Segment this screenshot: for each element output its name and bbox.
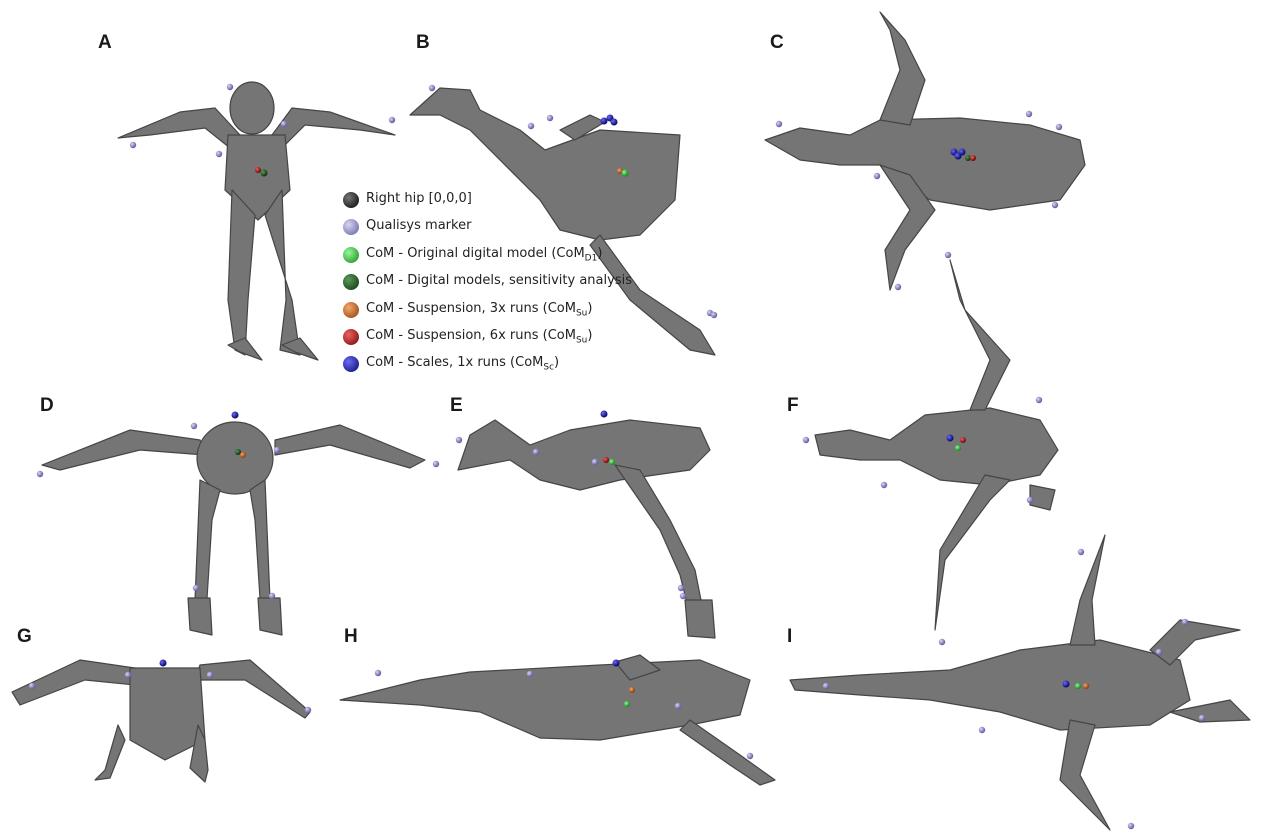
panel-g-model [12,660,310,782]
red-sphere-icon [343,329,359,345]
panel-label-e: E [450,395,463,417]
legend-label: CoM - Original digital model (CoMD1) [366,246,602,264]
lavender-sphere-icon [343,219,359,235]
legend-item-com-suspension-6x: CoM - Suspension, 6x runs (CoMSu) [343,326,592,348]
panel-label-b: B [416,32,430,54]
panel-label-f: F [787,395,799,417]
legend-label: Right hip [0,0,0] [366,191,472,209]
legend-item-right-hip: Right hip [0,0,0] [343,189,472,211]
legend-item-com-original: CoM - Original digital model (CoMD1) [343,244,602,266]
panel-label-c: C [770,32,784,54]
dark-green-sphere-icon [343,274,359,290]
orange-sphere-icon [343,302,359,318]
legend-item-com-sensitivity: CoM - Digital models, sensitivity analys… [343,271,632,293]
panel-h-model [340,655,775,785]
legend-item-com-suspension-3x: CoM - Suspension, 3x runs (CoMSu) [343,299,592,321]
black-sphere-icon [343,192,359,208]
panel-label-h: H [344,626,358,648]
panel-label-d: D [40,395,54,417]
panel-label-g: G [17,626,32,648]
legend-label: CoM - Scales, 1x runs (CoMSc) [366,355,559,373]
panel-f-model [815,260,1058,630]
panel-d-model [42,422,425,635]
panel-e-model [458,420,715,638]
green-sphere-icon [343,247,359,263]
panel-label-a: A [98,32,112,54]
legend-label: CoM - Digital models, sensitivity analys… [366,273,632,291]
panel-i-model [790,535,1250,830]
panel-label-i: I [787,626,792,648]
legend-label: Qualisys marker [366,218,471,236]
legend-label: CoM - Suspension, 6x runs (CoMSu) [366,328,592,346]
blue-sphere-icon [343,356,359,372]
panel-c-model [765,12,1085,290]
legend-item-qualisys: Qualisys marker [343,216,471,238]
legend-label: CoM - Suspension, 3x runs (CoMSu) [366,301,592,319]
legend-item-com-scales: CoM - Scales, 1x runs (CoMSc) [343,353,559,375]
